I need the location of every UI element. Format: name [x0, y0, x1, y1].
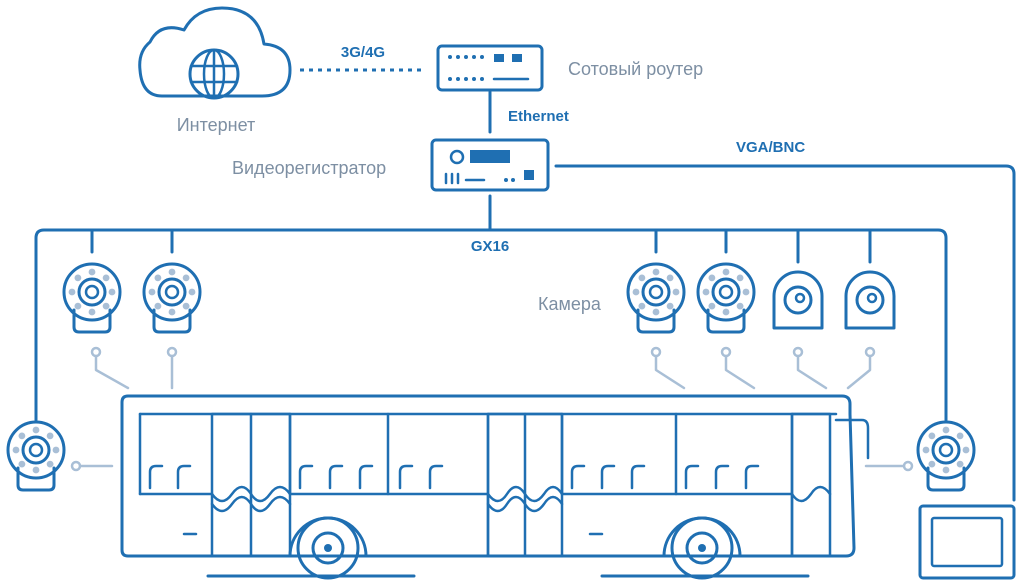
bus-icon — [120, 394, 870, 578]
globe-icon — [188, 48, 240, 100]
ir-camera-icon — [62, 262, 122, 334]
ir-camera-icon — [696, 262, 756, 334]
gx16-cable-bus — [34, 194, 948, 422]
link-ethernet-label: Ethernet — [508, 108, 569, 125]
ir-camera-icon — [626, 262, 686, 334]
dvr-icon — [430, 138, 550, 192]
ir-camera-icon — [916, 420, 976, 492]
dvr-label: Видеорегистратор — [232, 158, 386, 178]
monitor-icon — [918, 504, 1016, 580]
camera-pointer-lines — [70, 346, 914, 472]
internet-label: Интернет — [177, 115, 256, 135]
router-icon — [436, 44, 544, 92]
camera-label: Камера — [538, 294, 602, 314]
wheel-icon — [296, 516, 360, 580]
link-3g4g-label: 3G/4G — [341, 44, 385, 61]
dome-camera-icon — [844, 270, 896, 330]
link-vga-label: VGA/BNC — [736, 139, 805, 156]
dome-camera-icon — [772, 270, 824, 330]
wheel-icon — [670, 516, 734, 580]
vga-link-line — [554, 164, 1016, 502]
router-label: Сотовый роутер — [568, 59, 703, 79]
ir-camera-icon — [142, 262, 202, 334]
cloud-icon — [138, 6, 292, 98]
link-gx16-label: GX16 — [471, 238, 509, 255]
ir-camera-icon — [6, 420, 66, 492]
